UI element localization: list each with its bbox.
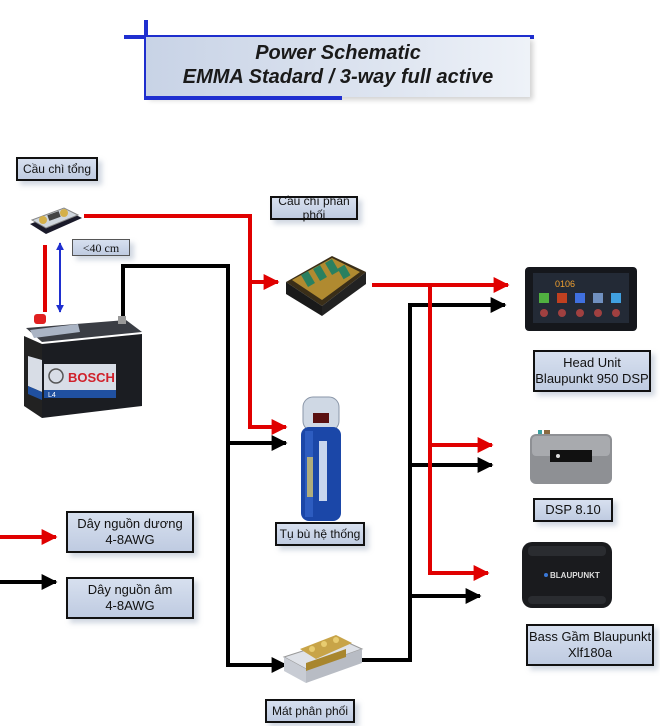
legend-negative-line-1: Dây nguồn âm — [87, 582, 173, 597]
legend-negative-line-2: 4-8AWG — [105, 598, 155, 613]
battery-model: L4 — [48, 392, 56, 399]
title-line-1: Power Schematic — [255, 42, 421, 64]
battery-brand: BOSCH — [68, 370, 115, 385]
legend-positive-line-2: 4-8AWG — [105, 532, 155, 547]
head-unit-label-line-2: Blaupunkt 950 DSP — [535, 371, 649, 386]
legend-positive-label: Dây nguồn dương 4-8AWG — [66, 511, 194, 553]
head-unit-icon: 0106 — [525, 267, 637, 331]
wire-ground-out — [362, 297, 507, 662]
fuse-distribution-block-icon — [286, 256, 366, 316]
head-unit-label: Head Unit Blaupunkt 950 DSP — [533, 350, 651, 392]
ground-block-label: Mát phân phối — [265, 699, 355, 723]
ground-distribution-block-icon — [282, 635, 364, 683]
distance-note-text: <40 cm — [82, 240, 120, 255]
ground-block-label-text: Mát phân phối — [271, 704, 349, 718]
distribution-fuse-label: Cầu chì phân phối — [270, 194, 358, 222]
wire-capacitor-positive — [248, 282, 288, 435]
subwoofer-label: Bass Gầm Blaupunkt Xlf180a — [526, 624, 654, 666]
underseat-subwoofer-icon: BLAUPUNKT — [522, 542, 612, 608]
title-line-2: EMMA Stadard / 3-way full active — [182, 66, 494, 88]
dsp-amplifier-icon — [530, 430, 612, 484]
dsp-label-text: DSP 8.10 — [545, 502, 601, 517]
legend-negative-label: Dây nguồn âm 4-8AWG — [66, 577, 194, 619]
wire-battery-negative — [121, 264, 288, 673]
head-unit-clock: 0106 — [555, 279, 575, 289]
main-fuse-label-text: Cầu chì tổng — [22, 162, 92, 176]
title-accent-bar-bottom — [144, 96, 342, 100]
capacitor-label-text: Tụ bù hệ thống — [279, 527, 361, 541]
capacitor-label: Tụ bù hệ thống — [275, 522, 365, 546]
wire-main-fuse-out — [84, 214, 280, 290]
car-battery-icon: BOSCH L4 — [24, 314, 142, 418]
subwoofer-brand: BLAUPUNKT — [550, 571, 600, 580]
head-unit-label-line-1: Head Unit — [563, 355, 621, 370]
title-box: Power Schematic EMMA Stadard / 3-way ful… — [146, 37, 530, 97]
legend-positive-line-1: Dây nguồn dương — [77, 516, 183, 531]
main-fuse-label: Cầu chì tổng — [16, 157, 98, 181]
inline-fuse-holder-icon — [30, 207, 82, 234]
subwoofer-label-line-2: Xlf180a — [567, 645, 613, 660]
subwoofer-label-line-1: Bass Gầm Blaupunkt — [528, 629, 652, 644]
distribution-fuse-label-text: Cầu chì phân phối — [278, 194, 350, 222]
dsp-label: DSP 8.10 — [533, 498, 613, 522]
capacitor-icon — [301, 396, 341, 521]
distance-note: <40 cm — [72, 239, 130, 256]
wire-positive-bus — [428, 285, 490, 581]
